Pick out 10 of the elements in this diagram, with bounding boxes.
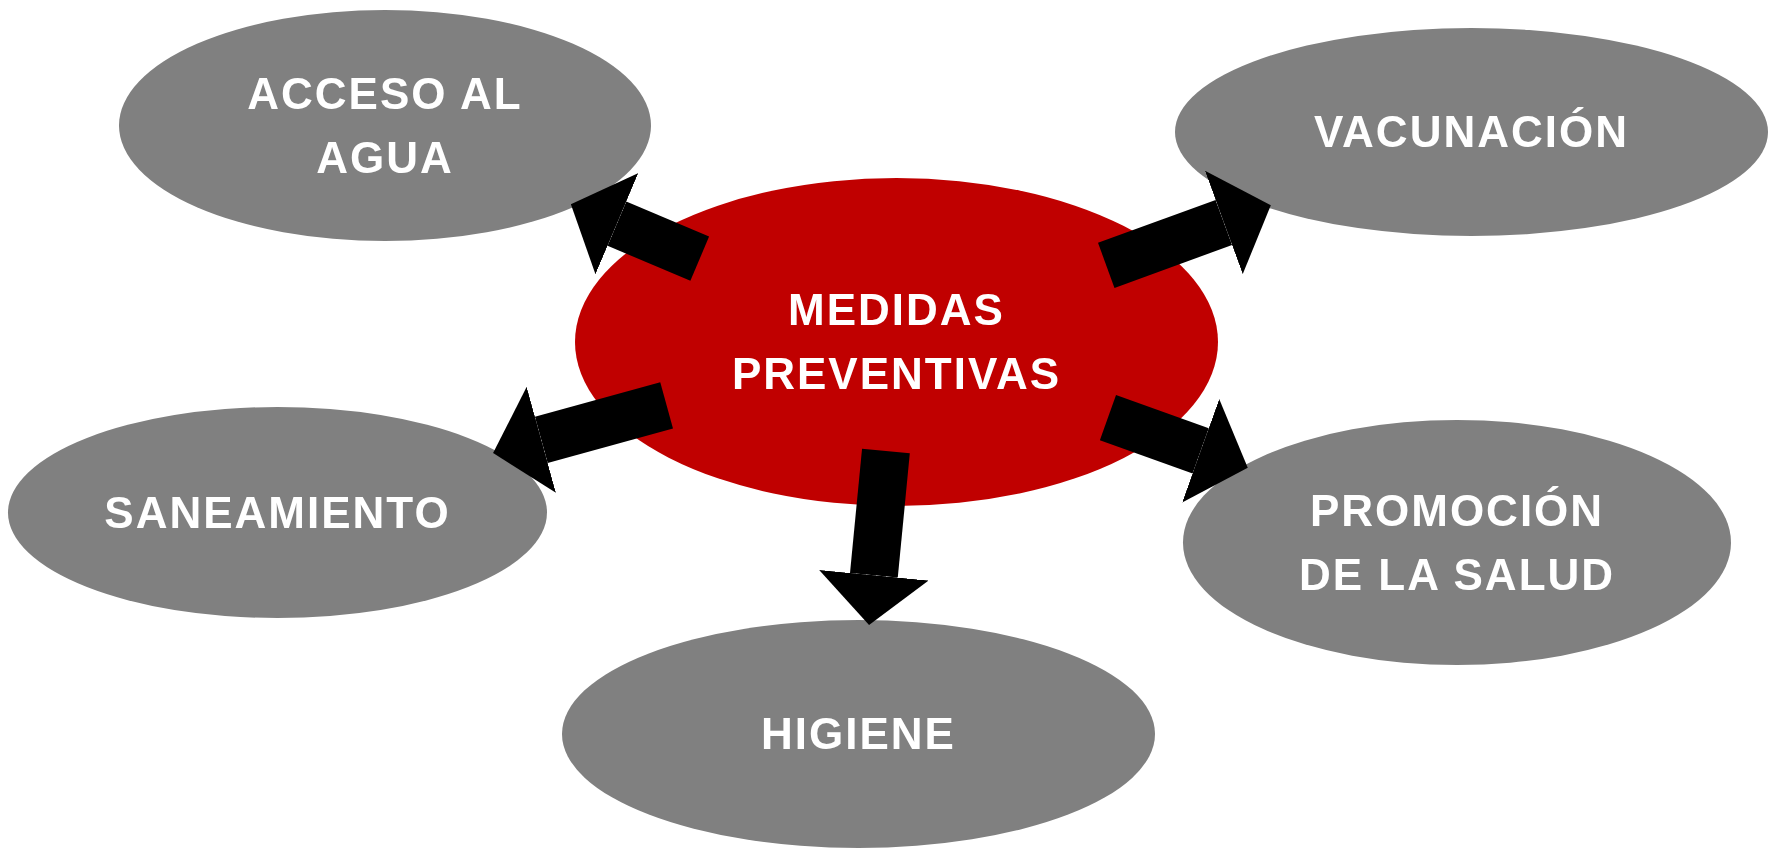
node-label: HIGIENE [761,708,956,761]
node-label: SANEAMIENTO [104,486,451,539]
block-arrow [819,448,929,626]
node-label: VACUNACIÓN [1314,106,1629,159]
node-label: PROMOCIÓN DE LA SALUD [1297,484,1617,601]
block-arrow [570,173,710,281]
block-arrow [493,382,673,493]
node-label: MEDIDAS PREVENTIVAS [730,284,1063,400]
block-arrow [1099,395,1248,503]
node-label: ACCESO AL AGUA [246,67,524,184]
